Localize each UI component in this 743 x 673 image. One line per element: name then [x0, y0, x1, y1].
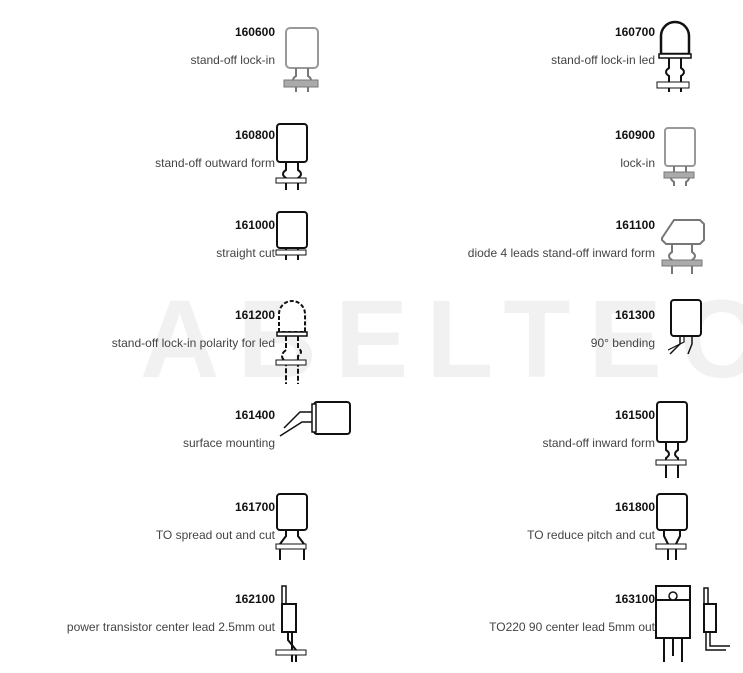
led-polarity-icon [274, 298, 310, 386]
item-code: 161400 [234, 408, 275, 422]
item-code: 160900 [614, 128, 655, 142]
item-label: stand-off lock-in [190, 53, 276, 67]
capacitor-90-bending-icon [668, 298, 704, 360]
item-code: 161200 [234, 308, 275, 322]
capacitor-spread-cut-icon [274, 492, 310, 562]
item-code: 161800 [614, 500, 655, 514]
capacitor-lock-in-icon [282, 24, 322, 94]
to220-90-icon [654, 584, 734, 664]
capacitor-reduce-pitch-icon [654, 492, 690, 562]
item-label: power transistor center lead 2.5mm out [66, 620, 275, 634]
item-label: TO spread out and cut [155, 528, 275, 542]
item-label: lock-in [620, 156, 655, 170]
item-label: diode 4 leads stand-off inward form [467, 246, 655, 260]
item-code: 161700 [234, 500, 275, 514]
item-code: 160800 [234, 128, 275, 142]
item-label: 90° bending [590, 336, 655, 350]
capacitor-lock-in-icon [662, 124, 698, 188]
capacitor-straight-cut-icon [274, 210, 310, 262]
item-label: stand-off lock-in led [551, 53, 655, 67]
item-code: 160600 [234, 25, 275, 39]
item-code: 161000 [234, 218, 275, 232]
capacitor-inward-form-icon [654, 400, 690, 480]
item-code: 160700 [614, 25, 655, 39]
item-label: surface mounting [182, 436, 275, 450]
item-label: stand-off lock-in polarity for led [111, 336, 275, 350]
item-code: 161500 [614, 408, 655, 422]
item-code: 161300 [614, 308, 655, 322]
item-code: 161100 [615, 218, 655, 232]
capacitor-outward-form-icon [274, 120, 310, 192]
item-code: 163100 [614, 592, 655, 606]
item-label: stand-off outward form [155, 156, 275, 170]
item-label: stand-off inward form [542, 436, 656, 450]
item-label: TO reduce pitch and cut [527, 528, 655, 542]
transistor-center-lead-icon [274, 584, 310, 664]
item-code: 162100 [234, 592, 275, 606]
diode-4-leads-icon [658, 216, 708, 276]
item-label: TO220 90 center lead 5mm out [489, 620, 655, 634]
capacitor-surface-mount-icon [278, 398, 354, 440]
led-lock-in-icon [655, 18, 695, 94]
item-label: straight cut [216, 246, 275, 260]
